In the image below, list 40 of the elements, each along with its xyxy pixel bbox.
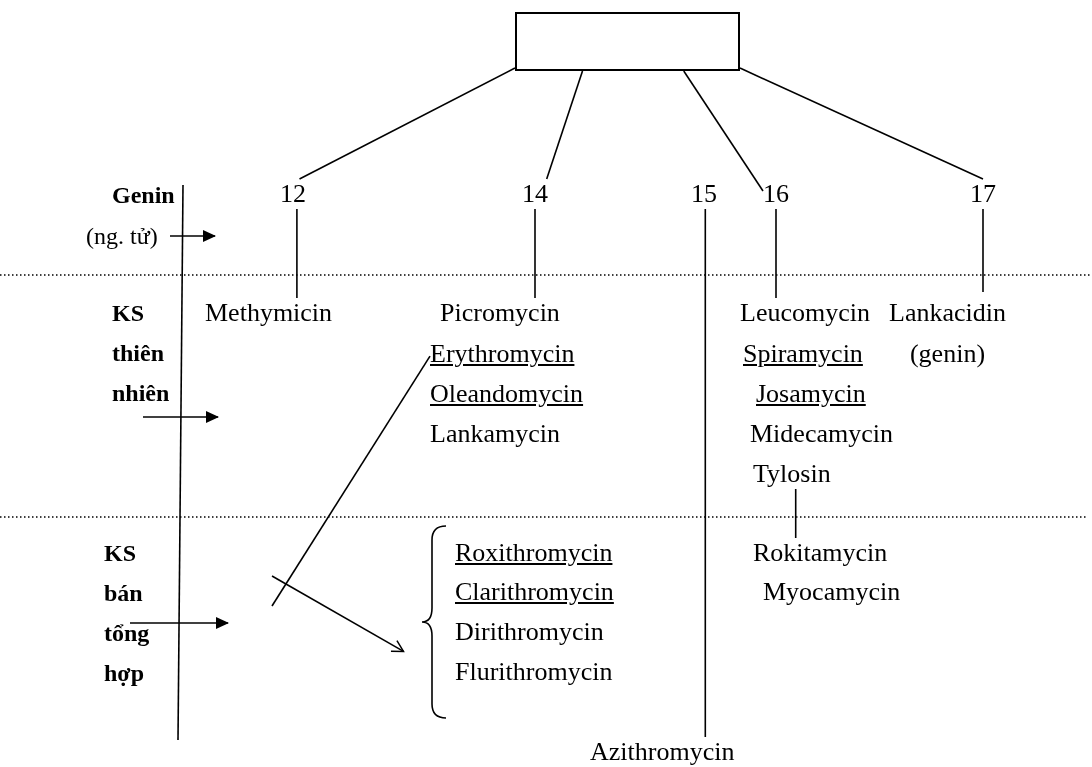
connector-line xyxy=(298,67,516,180)
antibiotic-name: 14 xyxy=(522,179,548,209)
antibiotic-name: Spiramycin xyxy=(743,339,863,369)
connector-line xyxy=(296,208,298,299)
antibiotic-name: Erythromycin xyxy=(430,339,575,369)
column-heading: (ng. tử) xyxy=(86,222,158,250)
antibiotic-name: Myocamycin xyxy=(763,577,901,607)
connector-line xyxy=(704,208,707,738)
connector-line xyxy=(545,70,584,180)
antibiotic-name: Oleandomycin xyxy=(430,379,584,409)
antibiotic-name: Roxithromycin xyxy=(455,538,613,568)
connector-line xyxy=(271,355,431,607)
column-heading: Genin xyxy=(112,181,175,209)
antibiotic-name: Tylosin xyxy=(753,459,831,489)
antibiotic-name: 16 xyxy=(763,179,789,209)
antibiotic-name: Flurithromycin xyxy=(455,657,613,687)
antibiotic-name: Dirithromycin xyxy=(455,617,604,647)
connector-line xyxy=(682,70,764,192)
antibiotic-name: Rokitamycin xyxy=(753,538,888,568)
antibiotic-name: Picromycin xyxy=(440,298,560,328)
antibiotic-name: 15 xyxy=(691,179,717,209)
connector-line xyxy=(775,208,777,299)
row-heading: KS thiên nhiên xyxy=(112,299,171,408)
connector-line xyxy=(739,67,984,180)
empty-box xyxy=(515,12,740,71)
antibiotic-name: 12 xyxy=(280,179,306,209)
row-heading: KS bán tổng hợp xyxy=(104,539,151,688)
antibiotic-name: Josamycin xyxy=(756,379,866,409)
antibiotic-name: 17 xyxy=(970,179,996,209)
antibiotic-name: Lankacidin (genin) xyxy=(880,292,1015,374)
connector-line xyxy=(982,208,984,293)
connector-line xyxy=(794,488,797,539)
antibiotic-name: Methymicin xyxy=(205,298,333,328)
antibiotic-name: Azithromycin xyxy=(590,737,735,767)
antibiotic-name: Clarithromycin xyxy=(455,577,614,607)
antibiotic-name: Midecamycin xyxy=(750,419,893,449)
connector-line xyxy=(534,208,536,299)
antibiotic-name: Leucomycin xyxy=(740,298,870,328)
antibiotic-name: Lankamycin xyxy=(430,419,560,449)
arrow xyxy=(271,575,405,653)
